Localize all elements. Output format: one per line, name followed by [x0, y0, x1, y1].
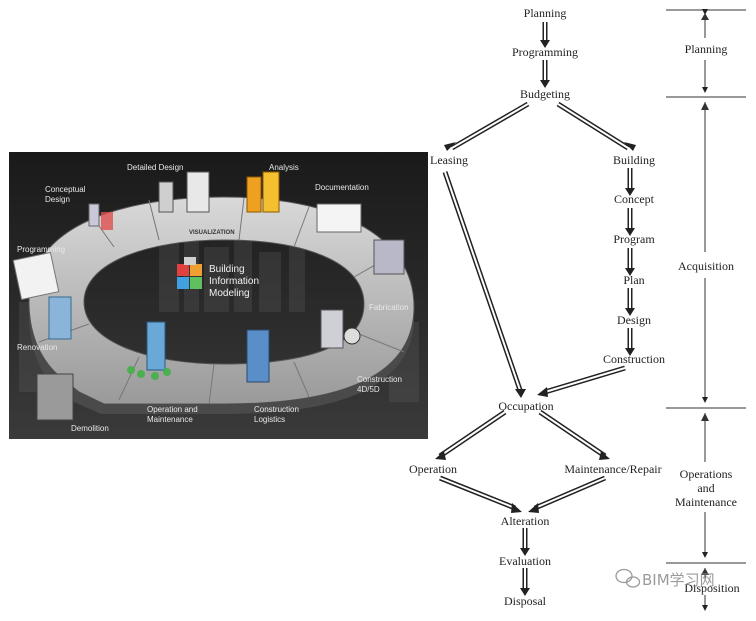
node-evaluation: Evaluation [499, 554, 551, 568]
phase-operations-maintenance-1: Operations [680, 467, 733, 481]
phase-operations-maintenance-2: and [697, 481, 714, 495]
label-analysis: Analysis [269, 163, 299, 172]
bim-title-line3: Modeling [209, 288, 250, 299]
node-disposal: Disposal [504, 594, 547, 608]
label-renovation: Renovation [17, 343, 57, 352]
label-construction-4d5d-1: Construction [357, 375, 402, 384]
watermark-text: BIM学习网 [642, 571, 715, 589]
label-construction-logistics-2: Logistics [254, 415, 285, 424]
phase-disposition: Disposition [684, 581, 739, 595]
label-fabrication: Fabrication [369, 303, 409, 312]
wechat-icon [615, 568, 641, 588]
node-planning: Planning [524, 6, 567, 20]
phase-planning: Planning [685, 42, 728, 56]
label-conceptual-design-2: Design [45, 195, 70, 204]
programming-clipboard-icon [12, 251, 60, 301]
node-budgeting: Budgeting [520, 87, 570, 101]
flow-nodes: Planning Programming Budgeting Leasing B… [409, 6, 665, 608]
watermark: BIM学习网 [615, 568, 715, 589]
node-building: Building [613, 153, 655, 167]
documentation-sheet-icon [316, 203, 362, 233]
node-plan: Plan [623, 273, 644, 287]
node-operation: Operation [409, 462, 457, 476]
node-leasing: Leasing [430, 153, 468, 167]
demolition-building-icon [36, 373, 74, 421]
bim-cycle-svg: Building Information Modeling VISUALIZAT… [9, 152, 428, 439]
node-programming: Programming [512, 45, 578, 59]
stage-icons [12, 171, 405, 421]
analysis-building-icon [262, 171, 280, 213]
flow-arrows [435, 22, 636, 596]
label-conceptual-design-1: Conceptual [45, 185, 86, 194]
bim-cube-logo [177, 257, 202, 289]
node-program: Program [613, 232, 655, 246]
phase-acquisition: Acquisition [678, 259, 734, 273]
phase-scale: Planning Acquisition Operations and Main… [666, 9, 746, 611]
node-occupation: Occupation [498, 399, 553, 413]
detailed-design-building-icon [186, 171, 210, 213]
visualization-ring-label: VISUALIZATION [189, 230, 235, 236]
construction-logistics-building-icon [246, 329, 270, 383]
label-demolition: Demolition [71, 424, 109, 433]
phase-operations-maintenance-3: Maintenance [675, 495, 737, 509]
bim-title-line1: Building [209, 264, 245, 275]
node-alteration: Alteration [501, 514, 550, 528]
node-maintenance-repair: Maintenance/Repair [564, 462, 661, 476]
node-construction: Construction [603, 352, 665, 366]
ring-separators [38, 197, 405, 405]
label-operation-maintenance-1: Operation and [147, 405, 198, 414]
node-concept: Concept [614, 192, 655, 206]
label-detailed-design: Detailed Design [127, 163, 183, 172]
bim-title-line2: Information [209, 276, 259, 287]
label-construction-logistics-1: Construction [254, 405, 299, 414]
bim-cycle-illustration: Building Information Modeling VISUALIZAT… [9, 152, 428, 439]
label-operation-maintenance-2: Maintenance [147, 415, 193, 424]
node-design: Design [617, 313, 651, 327]
operation-building-icon [146, 321, 166, 371]
label-construction-4d5d-2: 4D/5D [357, 385, 380, 394]
label-documentation: Documentation [315, 183, 369, 192]
label-programming: Programming [17, 245, 65, 254]
